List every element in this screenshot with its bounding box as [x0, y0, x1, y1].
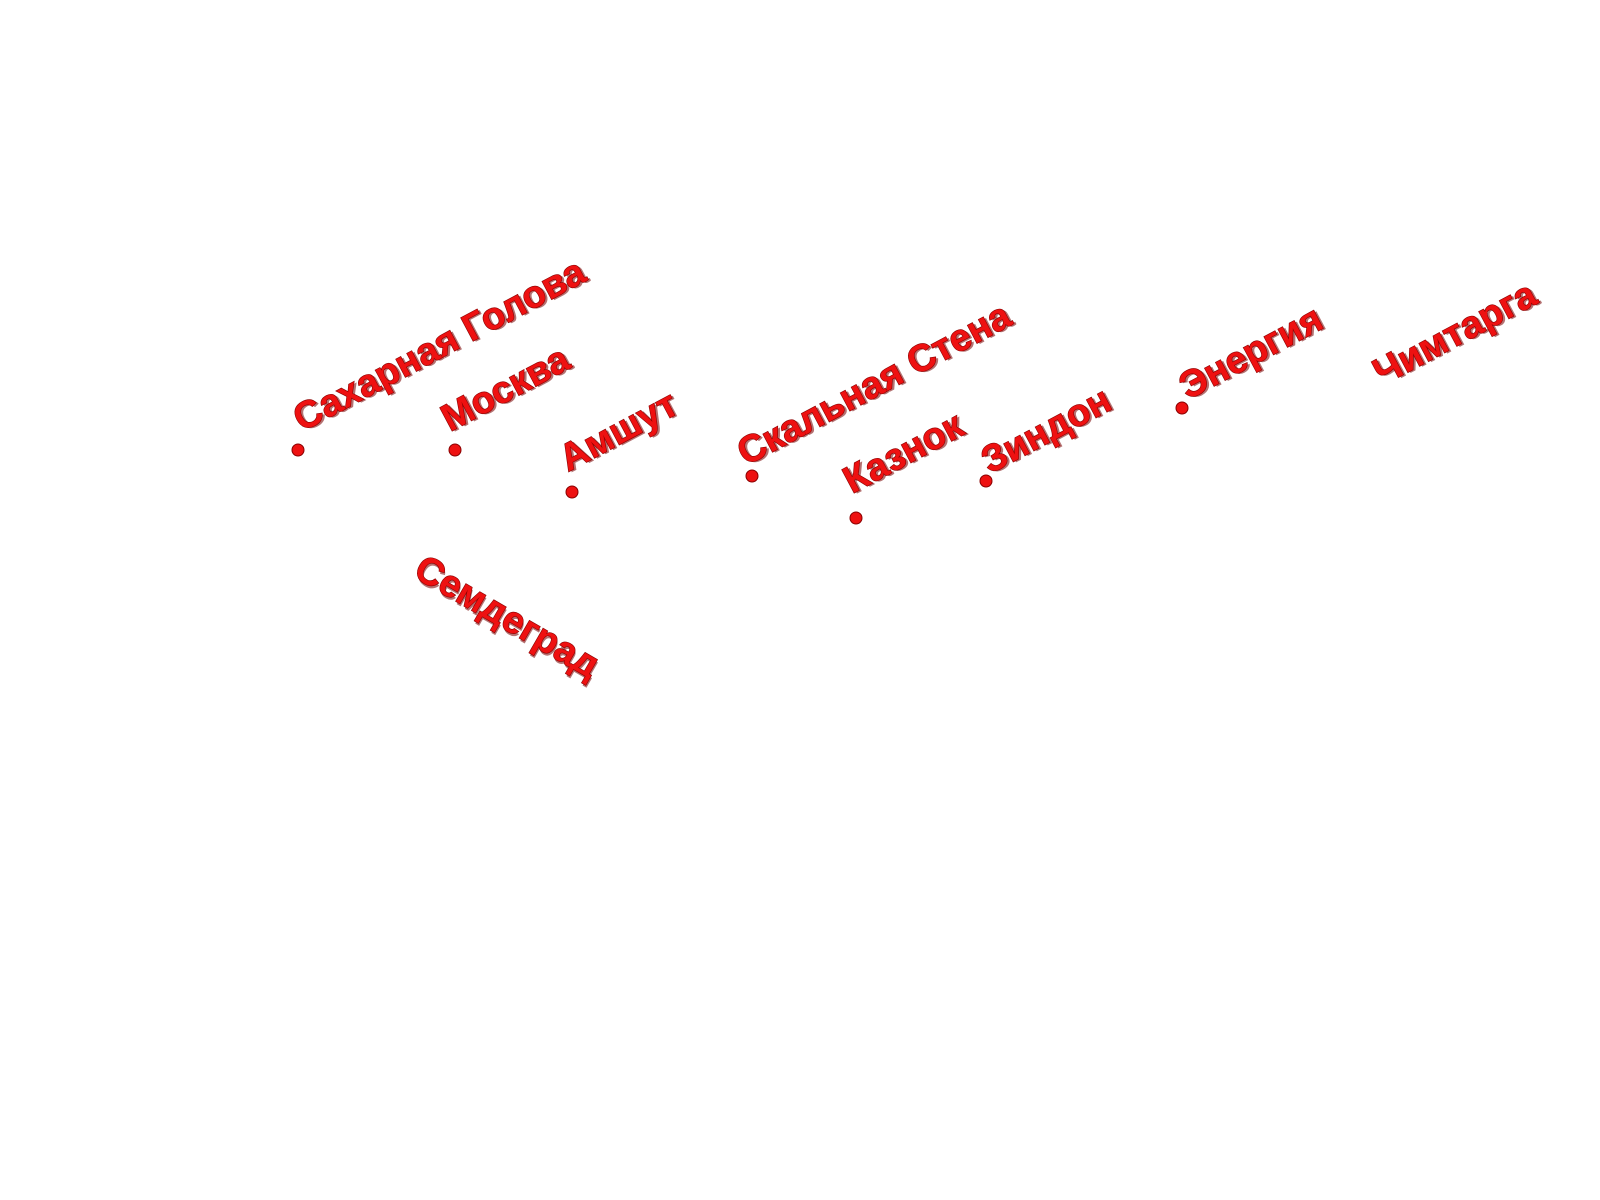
place-label: Чимтарга [1367, 273, 1545, 394]
place-marker [849, 511, 863, 525]
place-marker [565, 485, 579, 499]
place-zindon[interactable]: Зиндон Зиндон [974, 378, 1121, 488]
place-chimtarga[interactable]: Чимтарга Чимтарга [1366, 272, 1547, 396]
place-label: Семдеград [408, 547, 607, 686]
place-marker [291, 443, 305, 457]
place-marker [979, 474, 993, 488]
place-semdegrad[interactable]: Семдеград Семдеград [407, 547, 609, 690]
place-kaznok[interactable]: Казнок Казнок [836, 403, 974, 525]
place-amshut[interactable]: Амшут Амшут [552, 382, 688, 499]
place-label: Энергия [1173, 298, 1330, 408]
place-marker [1175, 401, 1189, 415]
place-marker [448, 443, 462, 457]
place-label: Зиндон [975, 379, 1119, 482]
place-marker [745, 469, 759, 483]
place-energiya[interactable]: Энергия Энергия [1172, 297, 1333, 415]
